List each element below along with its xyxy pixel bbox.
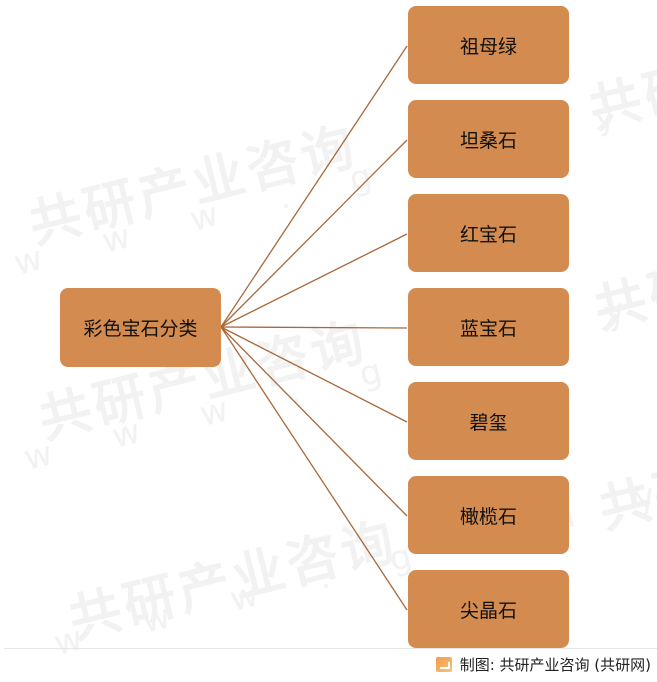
node-label: 碧玺 [469,411,508,434]
node-label: 蓝宝石 [459,317,517,340]
root-node-label: 彩色宝石分类 [83,318,198,340]
node-emerald: 祖母绿 [408,6,569,84]
node-label: 坦桑石 [459,129,517,152]
connector-line [220,326,408,611]
root-node: 彩色宝石分类 [60,288,221,367]
footer-credit-text: 制图: 共研产业咨询 (共研网) [459,656,651,674]
footer-credit: 制图: 共研产业咨询 (共研网) [435,654,651,675]
node-tanzanite: 坦桑石 [408,100,569,178]
node-peridot: 橄榄石 [408,476,569,554]
node-ruby: 红宝石 [408,194,569,272]
connector-line [220,326,408,517]
node-sapphire: 蓝宝石 [408,288,569,366]
footer-divider [4,648,657,649]
node-label: 红宝石 [459,223,517,246]
node-label: 祖母绿 [459,35,517,58]
connector-line [220,139,408,328]
connector-line [220,326,408,423]
connector-line [220,233,408,328]
node-spinel: 尖晶石 [408,570,569,648]
node-label: 尖晶石 [459,599,517,622]
connector-line [220,45,408,328]
brand-logo-icon [435,657,452,672]
node-tourmaline: 碧玺 [408,382,569,460]
connector-line [220,326,408,329]
node-label: 橄榄石 [459,505,517,528]
